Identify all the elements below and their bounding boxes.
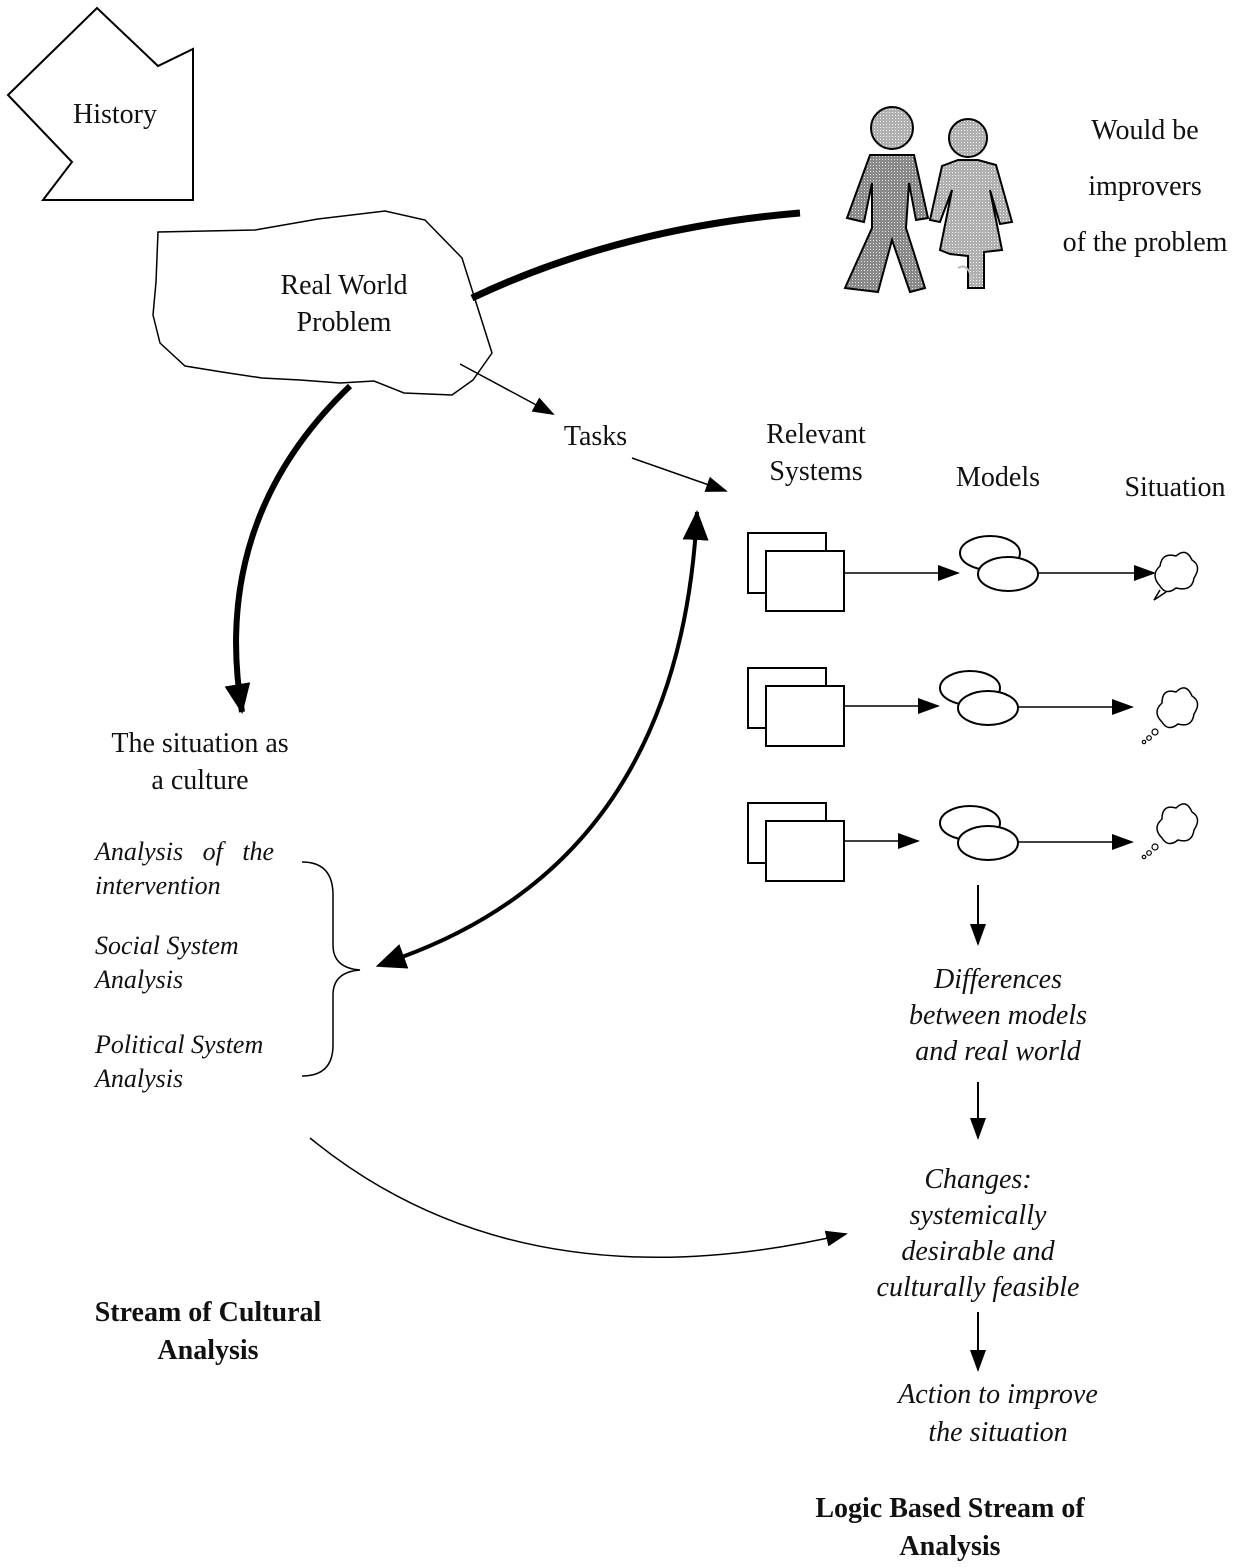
systems-row-3 <box>747 802 1199 882</box>
analysis-brace <box>301 861 361 1077</box>
action-label: Action to improve the situation <box>898 1379 1098 1448</box>
improvers-connector <box>470 209 801 302</box>
logic-stream-label: Logic Based Stream of Analysis <box>815 1493 1085 1562</box>
political-system-analysis-label: Political System Analysis <box>95 1030 264 1093</box>
tasks-to-systems-arrow <box>631 457 728 492</box>
models-header: Models <box>956 462 1040 493</box>
problem-to-tasks-arrow <box>459 363 555 415</box>
history-label: History <box>73 99 157 130</box>
intervention-analysis-label: Analysis of the intervention <box>95 837 275 900</box>
situation-culture-label: The situation as a culture <box>111 728 289 796</box>
improvers-icon <box>843 106 1014 294</box>
situation-header: Situation <box>1124 472 1226 503</box>
changes-label: Changes: systemically desirable and cult… <box>876 1164 1080 1303</box>
history-arrow-shape <box>6 6 194 201</box>
real-world-problem-cloud <box>152 210 493 396</box>
differences-label: Differences between models and real worl… <box>908 964 1088 1067</box>
real-world-problem-label: Real World Problem <box>280 270 408 338</box>
culture-systems-double-arrow <box>375 510 709 969</box>
social-system-analysis-label: Social System Analysis <box>95 931 239 994</box>
problem-to-culture-arrow <box>224 383 353 714</box>
tasks-label: Tasks <box>563 421 628 452</box>
systems-row-2 <box>747 667 1199 747</box>
systems-row-1 <box>747 532 1199 612</box>
culture-to-changes-arrow <box>309 1137 848 1258</box>
relevant-systems-header: Relevant Systems <box>766 419 866 487</box>
improvers-label: Would be improvers of the problem <box>1062 115 1228 258</box>
cultural-stream-label: Stream of Cultural Analysis <box>94 1297 322 1366</box>
